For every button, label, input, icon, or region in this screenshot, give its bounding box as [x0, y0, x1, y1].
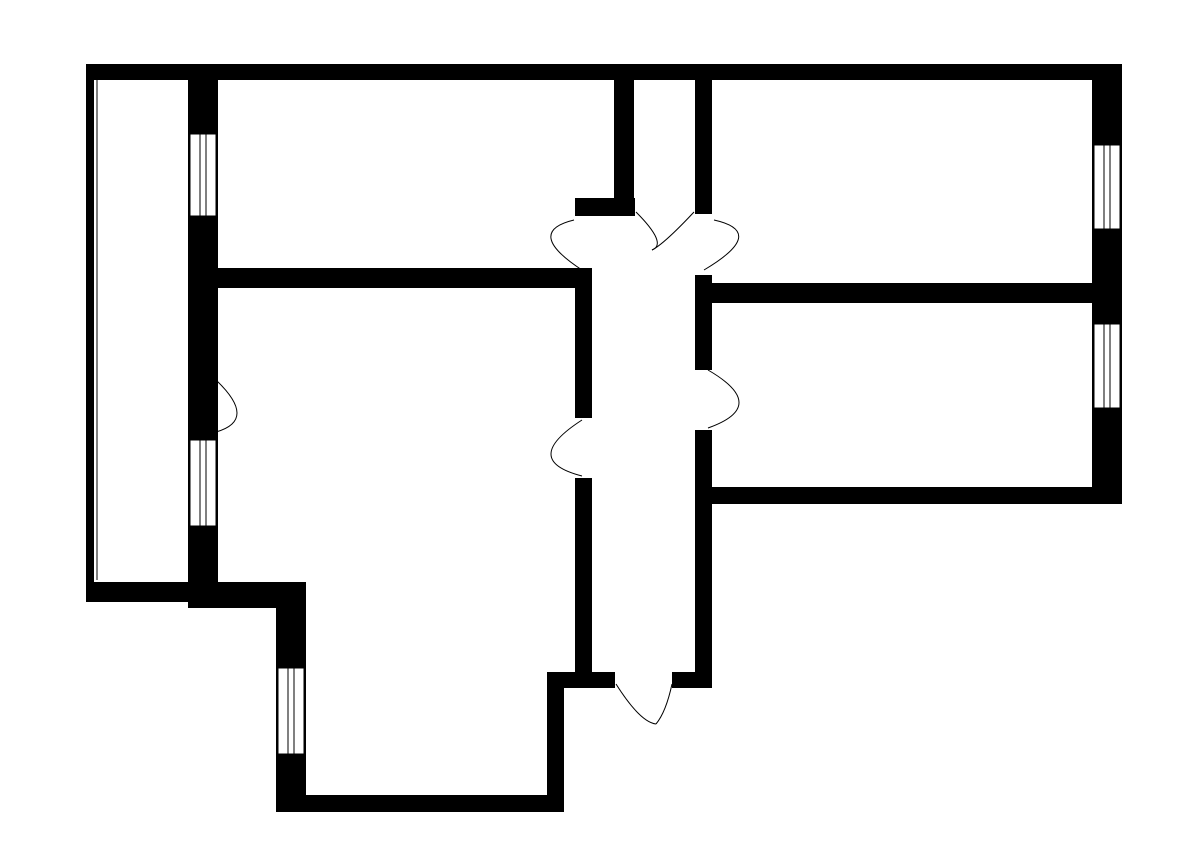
door-large-room [550, 419, 583, 477]
corridor-top-right-wall [695, 64, 712, 214]
balcony-outer-wall [86, 64, 94, 602]
corridor-top-left-stub [575, 198, 635, 216]
window-right-upper [1093, 144, 1121, 230]
corridor-left-wall-upper [575, 268, 592, 418]
corridor-left-wall-lower [575, 478, 592, 686]
door-top-left-room [550, 211, 658, 271]
doors [215, 211, 740, 725]
balcony [86, 64, 198, 602]
windows [189, 133, 1121, 755]
corridor-bottom-right-stub [672, 672, 712, 688]
window-right-lower [1093, 323, 1121, 409]
balcony-bottom-wall [86, 582, 198, 602]
door-top-right-room [651, 211, 740, 271]
wall-between-right-rooms [698, 283, 1122, 303]
outer-walls [86, 64, 1122, 812]
right-lower-wall [698, 487, 1122, 504]
door-right-lower-room [707, 369, 740, 429]
window-left-lower [189, 439, 217, 527]
top-wall [86, 64, 1122, 80]
corridor-top-left-wall [614, 64, 634, 212]
bottom-wall [276, 795, 564, 812]
door-entrance [615, 683, 673, 725]
interior-walls [218, 64, 1122, 688]
corridor-right-wall-lower [695, 430, 712, 688]
window-left-upper [189, 133, 217, 217]
lower-right-wall [547, 672, 564, 812]
wall-between-top-left-rooms [218, 268, 590, 288]
door-balcony [215, 379, 238, 433]
window-bottom-left [277, 667, 305, 755]
